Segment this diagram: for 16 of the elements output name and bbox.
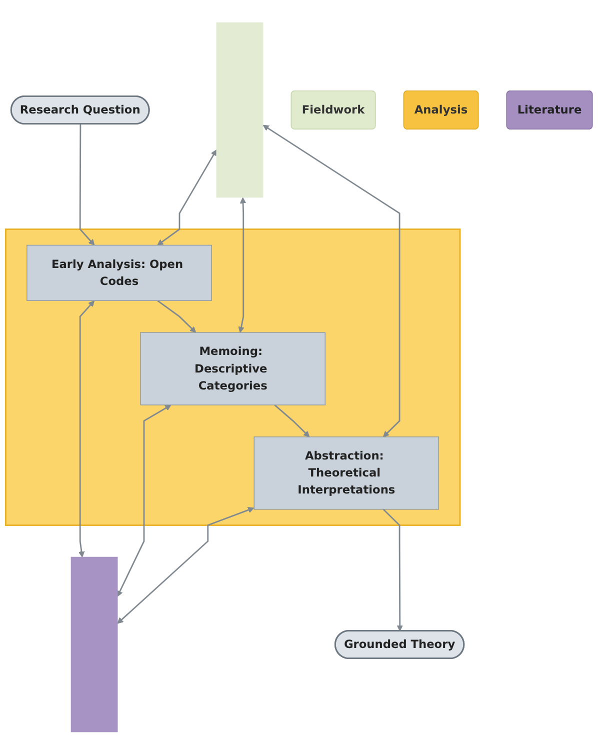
node-box [216, 22, 264, 198]
arrow [238, 197, 246, 333]
arrow [157, 149, 217, 246]
node-box: Early Analysis: Open Codes [26, 244, 212, 301]
cluster [4, 228, 461, 526]
arrow [382, 508, 403, 632]
arrow [262, 124, 400, 437]
node-box: Abstraction: Theoretical Interpretations [254, 436, 440, 510]
arrow [274, 404, 310, 437]
arrow [117, 404, 172, 597]
arrow [79, 124, 95, 246]
arrow [157, 300, 196, 333]
node-box: Memoing: Descriptive Categories [140, 332, 326, 406]
arrow [117, 506, 254, 624]
arrow [78, 300, 95, 558]
node-box [70, 556, 118, 732]
